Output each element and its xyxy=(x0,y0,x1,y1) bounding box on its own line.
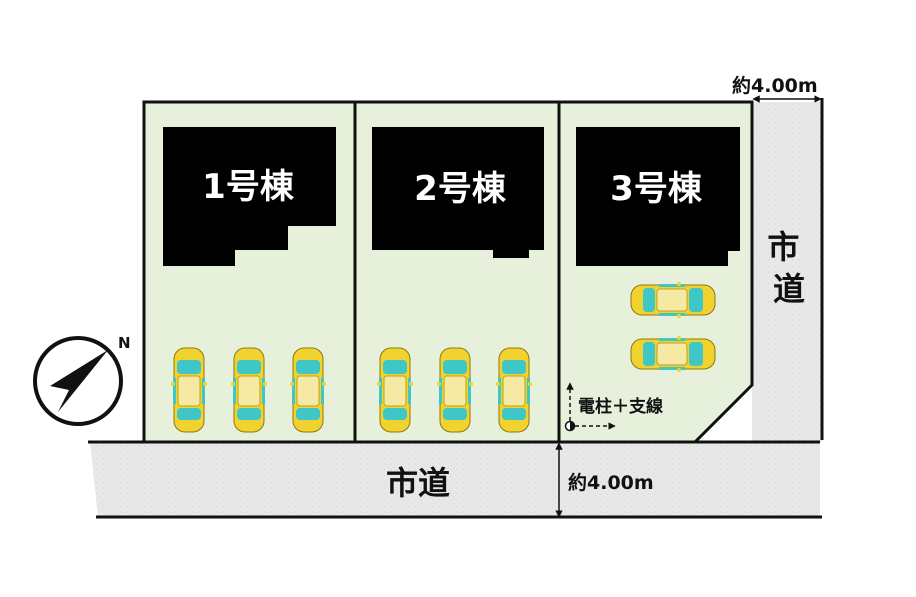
south-road-label: 市道 xyxy=(386,464,450,502)
car-layer xyxy=(171,282,716,433)
car-icon xyxy=(377,347,413,433)
car-icon xyxy=(231,347,267,433)
building-3 xyxy=(576,127,740,266)
building-2-label: 2号棟 xyxy=(414,169,507,209)
compass-needle-icon xyxy=(50,350,108,412)
car-icon xyxy=(496,347,532,433)
car-icon xyxy=(630,336,716,372)
building-3-label: 3号棟 xyxy=(610,169,703,209)
south-road-width-label: 約4.00m xyxy=(568,471,654,494)
building-1 xyxy=(163,127,336,266)
car-icon xyxy=(290,347,326,433)
east-road xyxy=(752,102,822,442)
car-icon xyxy=(630,282,716,318)
compass: N xyxy=(33,334,131,426)
utility-pole-label: 電柱＋支線 xyxy=(578,396,663,417)
east-road-label: 市 道 xyxy=(767,228,810,308)
compass-north-label: N xyxy=(118,334,131,352)
building-1-label: 1号棟 xyxy=(202,167,295,207)
building-2 xyxy=(372,127,544,258)
utility-pole-marker: 電柱＋支線 xyxy=(564,382,663,432)
south-road xyxy=(90,442,820,517)
car-icon xyxy=(437,347,473,433)
car-icon xyxy=(171,347,207,433)
east-road-width-label: 約4.00m xyxy=(732,74,818,97)
